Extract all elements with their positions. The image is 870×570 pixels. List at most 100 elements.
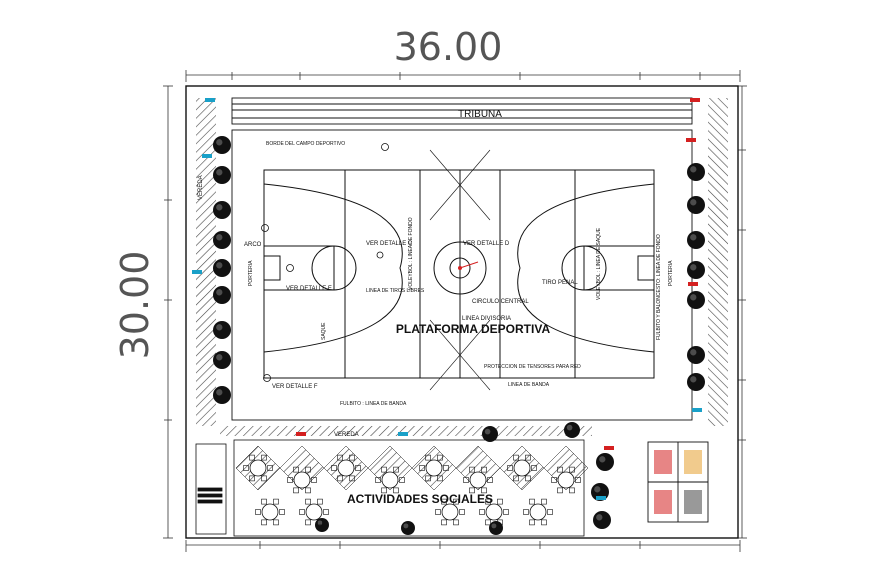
voley-left-label: VOLEYBOL : LINEA DE FONDO xyxy=(408,217,414,290)
tree-icon xyxy=(489,521,503,535)
left-paving-strip xyxy=(196,98,216,426)
chair-icon xyxy=(381,487,387,494)
tree-highlight xyxy=(491,523,497,529)
width-dimension: 36.00 xyxy=(394,25,503,69)
tree-highlight xyxy=(216,262,223,269)
chair-icon xyxy=(425,454,431,461)
tree-highlight xyxy=(484,428,491,435)
trees-right xyxy=(687,163,705,391)
table-icon xyxy=(305,503,323,521)
chair-icon xyxy=(337,475,343,482)
chair-icon xyxy=(541,498,547,505)
tree-icon xyxy=(213,321,231,339)
tree-icon xyxy=(213,351,231,369)
chair-icon xyxy=(279,509,285,515)
tree-highlight xyxy=(216,324,223,331)
marker-tag xyxy=(692,408,702,412)
chair-icon xyxy=(497,498,503,505)
trees-left xyxy=(213,136,231,404)
paving-diamond xyxy=(279,445,325,491)
tree-icon xyxy=(564,422,580,438)
tree-icon xyxy=(482,426,498,442)
tree-icon xyxy=(213,386,231,404)
chair-icon xyxy=(557,487,563,494)
chair-icon xyxy=(437,475,443,482)
tree-icon xyxy=(213,201,231,219)
linea-tiros-libres-label: LINEA DE TIROS LIBRES xyxy=(366,288,425,294)
chair-icon xyxy=(435,509,441,515)
chair-icon xyxy=(305,466,311,473)
chair-icon xyxy=(453,498,459,505)
tiro-penal-label: TIRO PENAL xyxy=(542,280,578,286)
fulbito-banda-label: FULBITO : LINEA DE BANDA xyxy=(340,401,407,407)
actividades-label: ACTIVIDADES SOCIALES xyxy=(347,492,493,506)
tree-icon xyxy=(596,453,614,471)
marker-tag xyxy=(604,446,614,450)
height-dimension: 30.00 xyxy=(113,251,157,360)
chair-icon xyxy=(273,519,279,526)
linea-banda-label: LINEA DE BANDA xyxy=(508,382,550,388)
chair-icon xyxy=(469,487,475,494)
chair-icon xyxy=(261,475,267,482)
paving-diamond xyxy=(367,445,413,491)
right-paving-strip xyxy=(708,98,728,426)
paving-diamond xyxy=(543,445,589,491)
tree-highlight xyxy=(216,234,223,241)
tree-icon xyxy=(213,136,231,154)
social-area xyxy=(233,439,585,537)
chair-icon xyxy=(299,509,305,515)
chair-icon xyxy=(355,465,361,471)
ver-detalle-d-label: VER DETALLE D xyxy=(463,241,510,247)
borde-label: BORDE DEL CAMPO DEPORTIVO xyxy=(266,141,345,147)
tree-highlight xyxy=(690,349,697,356)
tree-icon xyxy=(687,231,705,249)
tree-highlight xyxy=(216,139,223,146)
chair-icon xyxy=(497,519,503,526)
chair-icon xyxy=(437,454,443,461)
chair-icon xyxy=(479,509,485,515)
center-radius xyxy=(459,261,479,269)
tree-icon xyxy=(401,521,415,535)
porteria-right-label: PORTERIA xyxy=(668,260,674,286)
chair-icon xyxy=(287,477,293,483)
tree-highlight xyxy=(216,289,223,296)
marker-tag xyxy=(296,432,306,436)
site-boundary xyxy=(185,85,739,539)
service-building xyxy=(647,441,709,523)
ver-detalle-c-label: VER DETALLE C xyxy=(366,241,413,247)
social-paving xyxy=(235,445,589,491)
plataforma-label: PLATAFORMA DEPORTIVA xyxy=(396,322,551,336)
top-dimension-chain xyxy=(185,70,741,82)
campo-border xyxy=(231,129,693,421)
marker-tag xyxy=(690,98,700,102)
chair-icon xyxy=(323,509,329,515)
chair-icon xyxy=(525,454,531,461)
tree-icon xyxy=(687,261,705,279)
chair-icon xyxy=(249,475,255,482)
chair-icon xyxy=(575,477,581,483)
chair-icon xyxy=(311,477,317,483)
chair-icon xyxy=(349,454,355,461)
saque-label: SAQUE xyxy=(321,322,327,340)
tree-icon xyxy=(213,166,231,184)
chair-icon xyxy=(255,509,261,515)
chair-icon xyxy=(317,519,323,526)
chair-icon xyxy=(569,487,575,494)
chair-icon xyxy=(317,498,323,505)
chair-icon xyxy=(293,487,299,494)
chair-icon xyxy=(485,498,491,505)
table-icon xyxy=(469,471,487,489)
tree-highlight xyxy=(690,294,697,301)
chair-icon xyxy=(305,519,311,526)
tree-icon xyxy=(687,291,705,309)
chair-icon xyxy=(331,465,337,471)
tree-highlight xyxy=(690,166,697,173)
chair-icon xyxy=(459,509,465,515)
tree-highlight xyxy=(690,376,697,383)
tree-highlight xyxy=(216,354,223,361)
vereda-left-label: VEREDA xyxy=(198,175,204,200)
tree-highlight xyxy=(566,424,573,431)
table-icon xyxy=(337,459,355,477)
ver-detalle-f-label: VER DETALLE F xyxy=(272,384,318,390)
table-icon xyxy=(425,459,443,477)
